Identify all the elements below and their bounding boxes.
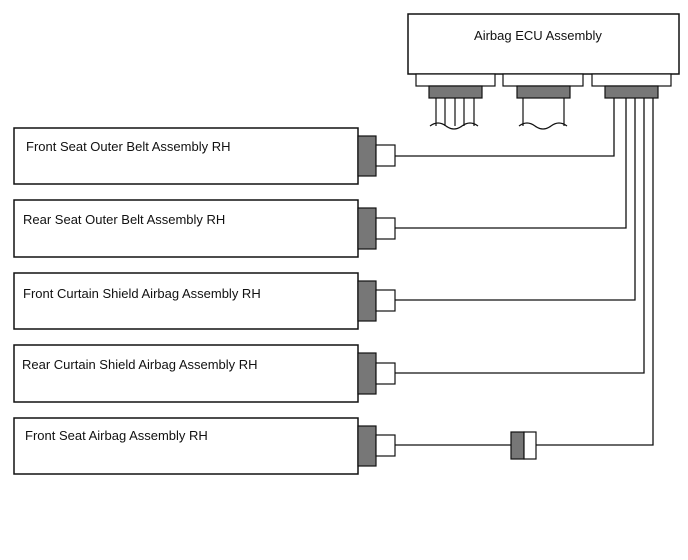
wire-harness — [395, 98, 654, 446]
component-front-curtain-shield-airbag: Front Curtain Shield Airbag Assembly RH — [13, 272, 396, 330]
component-label: Front Seat Outer Belt Assembly RH — [26, 139, 230, 154]
component-rear-curtain-shield-airbag: Rear Curtain Shield Airbag Assembly RH — [13, 344, 396, 403]
component-box — [13, 417, 359, 475]
component-connector-light — [375, 362, 396, 385]
component-box — [13, 344, 359, 403]
component-connector-light — [375, 289, 396, 312]
component-label: Front Seat Airbag Assembly RH — [25, 428, 208, 443]
component-front-seat-outer-belt: Front Seat Outer Belt Assembly RH — [13, 127, 396, 185]
ecu-label: Airbag ECU Assembly — [474, 28, 602, 43]
ecu-assembly: Airbag ECU Assembly — [407, 13, 680, 130]
component-label: Front Curtain Shield Airbag Assembly RH — [23, 286, 261, 301]
component-box — [13, 199, 359, 258]
component-label: Rear Seat Outer Belt Assembly RH — [23, 212, 225, 227]
component-connector-light — [375, 217, 396, 240]
component-connector-dark — [357, 135, 377, 177]
component-connector-dark — [357, 207, 377, 250]
wire-front-seat-outer-belt — [395, 98, 615, 157]
component-label: Rear Curtain Shield Airbag Assembly RH — [22, 357, 258, 372]
component-connector-light — [375, 434, 396, 457]
ecu-connector-middle — [502, 73, 584, 130]
component-connector-dark — [357, 425, 377, 467]
component-connector-dark — [357, 280, 377, 322]
wire-front-curtain-shield-airbag — [395, 98, 636, 301]
component-box — [13, 127, 359, 185]
component-connector-dark — [357, 352, 377, 395]
component-front-seat-airbag: Front Seat Airbag Assembly RH — [13, 417, 396, 475]
component-box — [13, 272, 359, 330]
wire-rear-curtain-shield-airbag — [395, 98, 645, 374]
component-rear-seat-outer-belt: Rear Seat Outer Belt Assembly RH — [13, 199, 396, 258]
inline-connector — [510, 431, 537, 460]
wire-rear-seat-outer-belt — [395, 98, 627, 229]
ecu-connector-right — [591, 73, 672, 99]
wire-front-seat-airbag — [395, 98, 654, 446]
ecu-connector-left — [415, 73, 496, 130]
component-connector-light — [375, 144, 396, 167]
ecu-box — [407, 13, 680, 75]
